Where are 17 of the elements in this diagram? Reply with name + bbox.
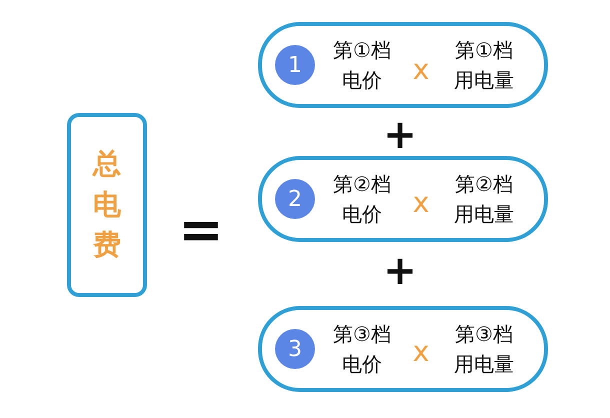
multiply-sign: x — [412, 189, 430, 217]
step-number: 2 — [275, 179, 315, 219]
equals-sign: = — [178, 203, 224, 257]
step-number: 3 — [275, 329, 315, 369]
plus-sign: + — [383, 251, 417, 291]
total-box — [67, 113, 147, 297]
tier-price: 第③档电价 — [332, 321, 392, 378]
tier-usage: 第③档用电量 — [453, 321, 515, 378]
multiply-sign: x — [412, 56, 430, 84]
plus-sign: + — [383, 115, 417, 155]
tier-usage: 第②档用电量 — [453, 171, 515, 228]
tier-usage: 第①档用电量 — [453, 37, 515, 94]
tier-price: 第①档电价 — [332, 37, 392, 94]
tier-price: 第②档电价 — [332, 171, 392, 228]
step-number: 1 — [275, 45, 315, 85]
total-label: 总电费 — [93, 146, 121, 264]
multiply-sign: x — [412, 338, 430, 366]
